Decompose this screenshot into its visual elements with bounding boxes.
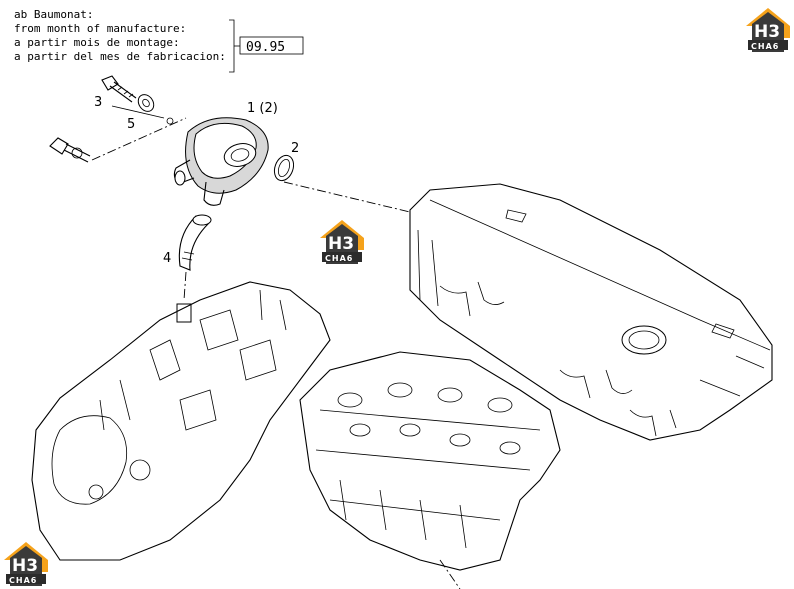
production-note: ab Baumonat: from month of manufacture: … [14, 8, 304, 73]
logo-letters: H3 [754, 22, 780, 42]
mounting-bolt [49, 117, 187, 163]
callout-part-3: 3 [94, 95, 102, 110]
ring-part-5: 5 [111, 105, 174, 132]
logo-letters: H3 [12, 556, 38, 576]
seal-ring-part-2: 2 [273, 141, 411, 213]
logo-subtext: CHA6 [751, 42, 779, 51]
logo-subtext: CHA6 [9, 576, 37, 585]
note-line-french: a partir mois de montage: [14, 36, 180, 49]
watermark-logo-top-right: H3 CHA6 [746, 8, 790, 52]
note-line-spanish: a partir del mes de fabricacion: [14, 50, 226, 63]
callout-part-1: 1 (2) [247, 101, 278, 116]
note-line-english: from month of manufacture: [14, 22, 186, 35]
watermark-logo-bottom-left: H3 CHA6 [4, 542, 48, 586]
valve-cover [409, 183, 773, 441]
watermark-logo-center: H3 CHA6 [320, 220, 364, 264]
bolt-part-3: 3 [94, 75, 155, 112]
callout-part-4: 4 [163, 251, 171, 266]
logo-subtext: CHA6 [325, 254, 353, 263]
callout-part-5: 5 [127, 117, 135, 132]
date-value: 09.95 [246, 40, 285, 55]
callout-part-2: 2 [291, 141, 299, 156]
note-bracket [229, 19, 235, 73]
note-line-german: ab Baumonat: [14, 8, 93, 21]
date-box [239, 36, 304, 55]
cylinder-head [299, 351, 561, 589]
breather-housing-part-1: 1 (2) [173, 101, 278, 206]
hose-part-4: 4 [163, 214, 212, 323]
engine-block-left [31, 281, 331, 561]
logo-letters: H3 [328, 234, 354, 254]
